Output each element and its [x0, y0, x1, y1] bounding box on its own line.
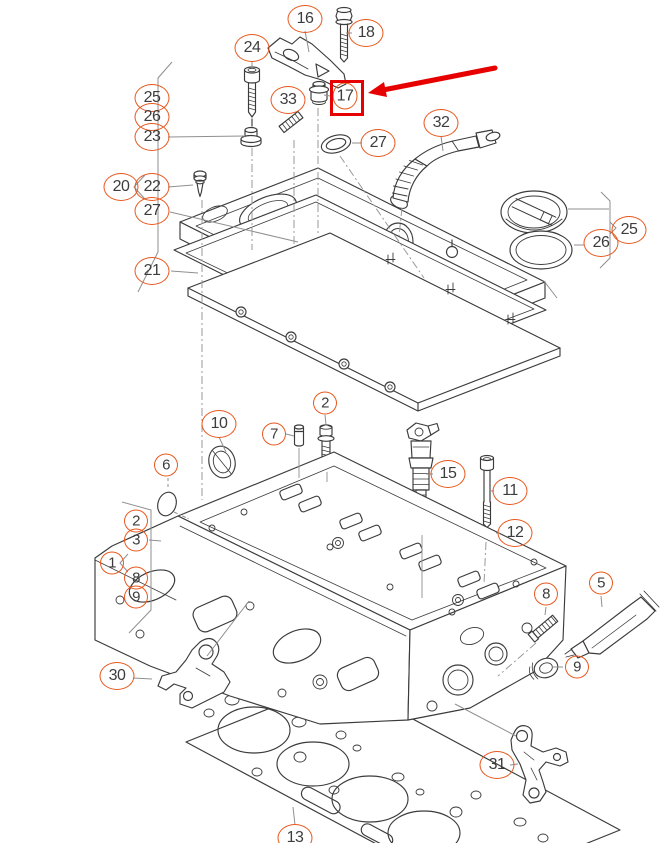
callout-23[interactable]: 23	[134, 123, 170, 151]
callout-7[interactable]: 7	[262, 422, 286, 446]
callout-20[interactable]: 20	[103, 173, 139, 201]
callout-32[interactable]: 32	[423, 109, 459, 137]
cap-seal-26-drawing	[509, 230, 573, 270]
cover-gasket-21-drawing	[173, 194, 561, 412]
callout-30[interactable]: 30	[99, 662, 135, 690]
callout-16[interactable]: 16	[287, 5, 323, 33]
callout-27[interactable]: 27	[134, 197, 170, 225]
bolt-24-drawing	[243, 66, 261, 127]
callout-24[interactable]: 24	[234, 34, 270, 62]
callout-1[interactable]: 1	[100, 551, 124, 575]
seal-ring-27-drawing	[320, 134, 352, 154]
bracket-30-drawing	[157, 637, 231, 709]
callout-3[interactable]: 3	[124, 528, 148, 552]
callout-5[interactable]: 5	[589, 571, 613, 595]
dowel-pin-7-drawing	[293, 424, 305, 447]
bolt-18-drawing	[335, 6, 353, 63]
cylinder-head-drawing	[94, 451, 567, 725]
callout-21[interactable]: 21	[134, 257, 170, 285]
callout-15[interactable]: 15	[430, 460, 466, 488]
callout-12[interactable]: 12	[497, 519, 533, 547]
bolt-22-drawing	[193, 170, 207, 198]
callout-18[interactable]: 18	[348, 19, 384, 47]
callout-13[interactable]: 13	[277, 824, 313, 843]
seal-6-drawing	[157, 491, 177, 517]
callout-33[interactable]: 33	[270, 86, 306, 114]
highlight-box-part-17	[330, 80, 364, 116]
sealant-tube-5-drawing	[564, 590, 660, 659]
callout-11[interactable]: 11	[492, 477, 528, 505]
callout-6[interactable]: 6	[154, 453, 178, 477]
stud-8-drawing	[527, 614, 559, 643]
callout-8[interactable]: 8	[534, 582, 558, 606]
bracket-31-drawing	[510, 725, 569, 804]
callout-2[interactable]: 2	[313, 391, 337, 415]
stud-33-drawing	[278, 110, 304, 134]
fuel-injector-15-drawing	[406, 422, 440, 532]
highlight-arrow	[368, 65, 498, 97]
callout-27[interactable]: 27	[360, 129, 396, 157]
callout-25[interactable]: 25	[611, 216, 647, 244]
leader-lines	[119, 30, 617, 826]
callout-26[interactable]: 26	[583, 229, 619, 257]
callout-17[interactable]: 17	[332, 82, 358, 110]
grommet-23-drawing	[240, 126, 262, 148]
callout-31[interactable]: 31	[479, 751, 515, 779]
bolt-2-drawing	[317, 423, 335, 472]
callout-10[interactable]: 10	[201, 410, 237, 438]
support-bracket-16-drawing	[267, 36, 347, 89]
breather-hose-32-drawing	[390, 129, 501, 210]
callout-9[interactable]: 9	[565, 655, 589, 679]
camshaft-seal-10-drawing	[208, 445, 236, 479]
plug-9-drawing	[529, 657, 559, 680]
callout-9[interactable]: 9	[124, 585, 148, 609]
screw-plug-17-drawing	[308, 80, 330, 105]
